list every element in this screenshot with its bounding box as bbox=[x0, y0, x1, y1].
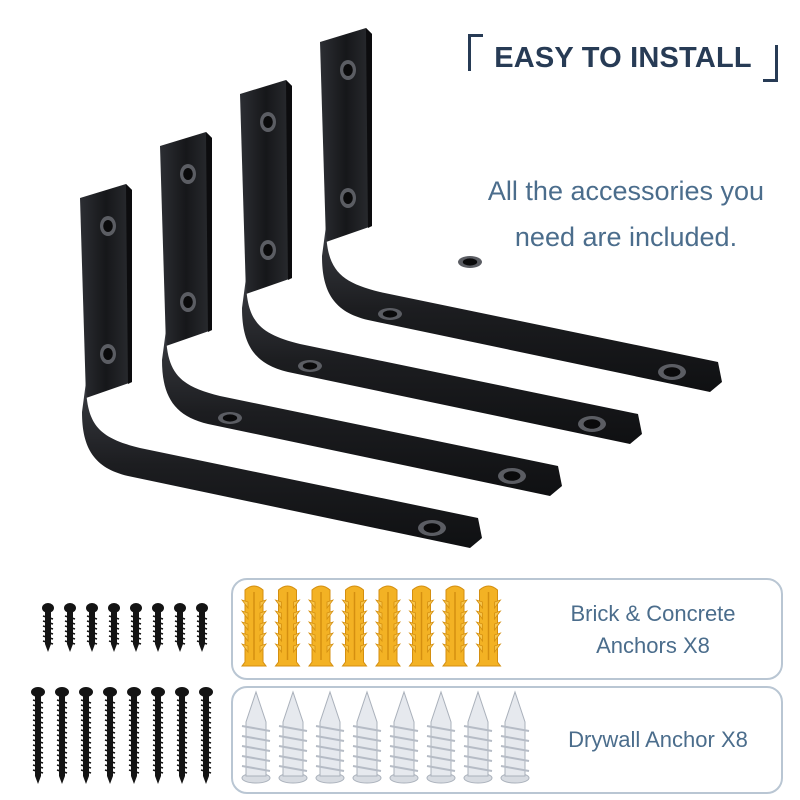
bracket-hole-inner bbox=[382, 310, 398, 318]
drywall-anchor bbox=[241, 690, 271, 784]
screw bbox=[103, 687, 117, 784]
bracket-hole-inner bbox=[343, 64, 353, 76]
screw bbox=[196, 603, 208, 652]
screw bbox=[31, 687, 45, 784]
heading-text: EASY TO INSTALL bbox=[494, 41, 752, 74]
brick-anchor bbox=[274, 585, 301, 667]
bracket-hole-inner bbox=[503, 471, 521, 481]
drywall-anchor bbox=[389, 690, 419, 784]
bracket-hole-inner bbox=[263, 116, 273, 128]
screw bbox=[127, 687, 141, 784]
brick-anchor bbox=[341, 585, 368, 667]
drywall-anchor bbox=[352, 690, 382, 784]
screw bbox=[64, 603, 76, 652]
screw bbox=[42, 603, 54, 652]
tagline-line-1: All the accessories you bbox=[487, 176, 765, 206]
bracket-hole-inner bbox=[343, 192, 353, 204]
screw bbox=[175, 687, 189, 784]
l-bracket bbox=[320, 28, 722, 392]
drywall-anchor bbox=[463, 690, 493, 784]
brick-anchor-label-line-1: Brick & Concrete bbox=[570, 601, 736, 626]
brick-anchor bbox=[307, 585, 335, 667]
heading-corner-top-left bbox=[468, 34, 483, 71]
brick-anchor-label: Brick & Concrete Anchors X8 bbox=[523, 598, 783, 662]
bracket-hole-inner bbox=[462, 258, 478, 266]
brick-anchor-label-line-2: Anchors X8 bbox=[596, 633, 710, 658]
l-bracket bbox=[240, 80, 642, 444]
drywall-anchor bbox=[426, 690, 456, 784]
screw bbox=[86, 603, 98, 652]
brick-anchor bbox=[475, 585, 502, 667]
screw bbox=[174, 603, 186, 652]
screw bbox=[79, 687, 93, 784]
bracket-hole-inner bbox=[103, 348, 113, 360]
screw bbox=[55, 687, 69, 784]
drywall-anchor bbox=[315, 690, 345, 784]
l-bracket bbox=[80, 184, 482, 548]
bracket-hole-inner bbox=[663, 367, 681, 377]
tagline: All the accessories you need are include… bbox=[452, 168, 800, 260]
screw bbox=[152, 603, 164, 652]
easy-to-install-heading: EASY TO INSTALL bbox=[468, 34, 778, 82]
screw bbox=[199, 687, 213, 784]
bracket-hole-inner bbox=[263, 244, 273, 256]
bracket-hole-inner bbox=[103, 220, 113, 232]
bracket-hole-inner bbox=[302, 362, 318, 370]
bracket-hole-inner bbox=[423, 523, 441, 533]
screw bbox=[130, 603, 142, 652]
bracket-hole-inner bbox=[183, 296, 193, 308]
bracket-hole-inner bbox=[222, 414, 238, 422]
brick-anchor bbox=[240, 585, 268, 667]
l-bracket bbox=[160, 132, 562, 496]
tagline-line-2: need are included. bbox=[514, 222, 738, 252]
screw bbox=[108, 603, 120, 652]
brick-anchor bbox=[374, 585, 402, 667]
drywall-anchor bbox=[278, 690, 308, 784]
brick-anchor bbox=[441, 585, 469, 667]
bracket-hole-inner bbox=[183, 168, 193, 180]
drywall-anchor-label: Drywall Anchor X8 bbox=[533, 724, 783, 756]
heading-corner-bottom-right bbox=[763, 45, 778, 82]
brick-anchor bbox=[408, 585, 435, 667]
drywall-anchor bbox=[500, 690, 530, 784]
drywall-anchor-label-line-1: Drywall Anchor X8 bbox=[568, 727, 748, 752]
screw bbox=[151, 687, 165, 784]
bracket-hole-inner bbox=[583, 419, 601, 429]
